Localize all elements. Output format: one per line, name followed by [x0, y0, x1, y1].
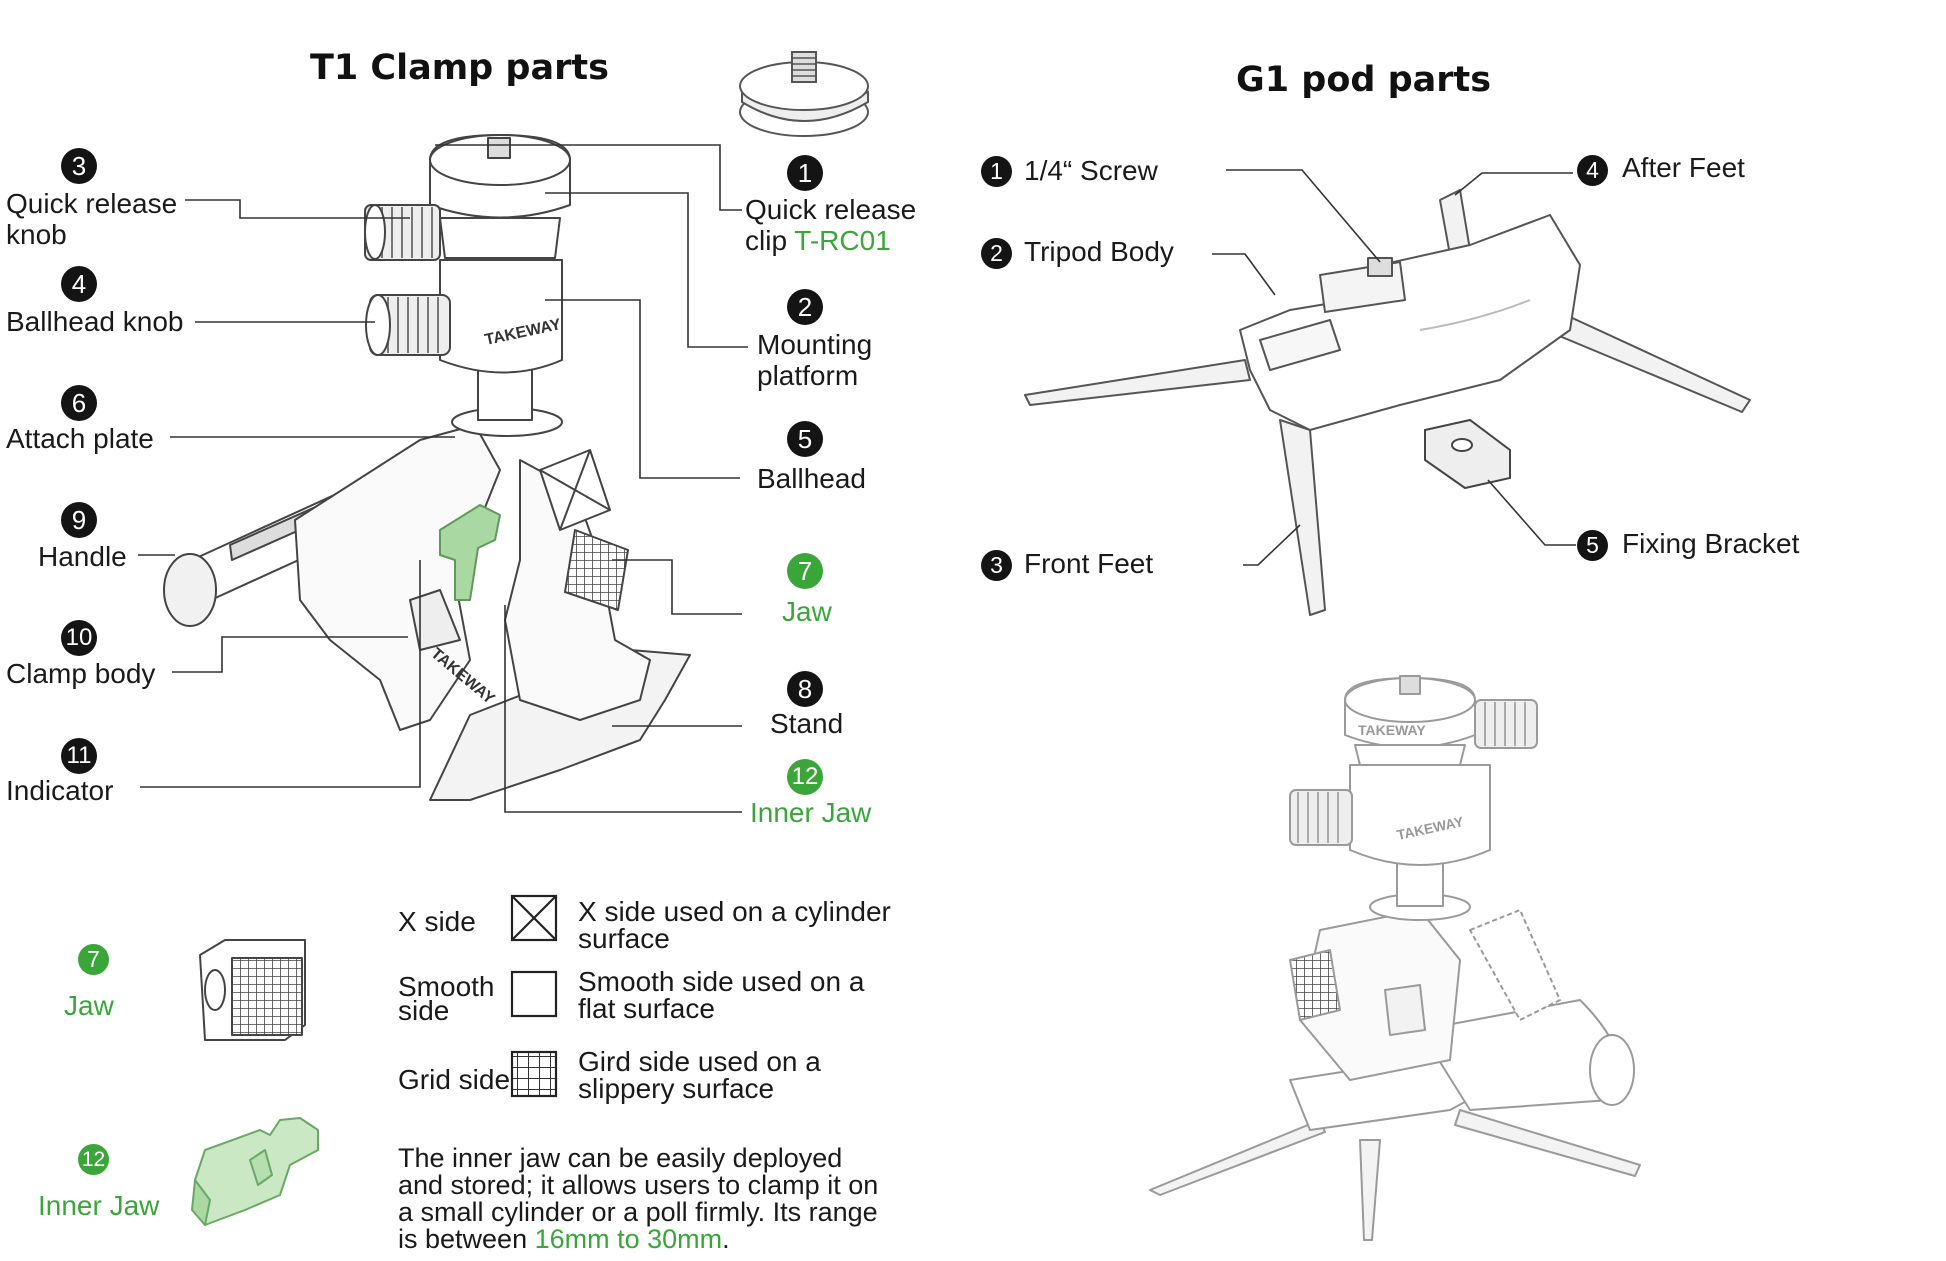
- quick-release-clip-drawing: [739, 51, 869, 137]
- legend-jaw-badge: 7: [78, 944, 109, 975]
- badge-part-8: 8: [787, 671, 823, 707]
- x-side-icon-cross: [511, 895, 557, 941]
- badge-part-3: 3: [61, 148, 97, 184]
- inner-jaw-range: 16mm to 30mm: [534, 1224, 723, 1254]
- inner-jaw-drawing: [191, 1117, 319, 1226]
- brand-mark-assembled-top: TAKEWAY: [1358, 722, 1426, 738]
- smooth-side-desc: Smooth side used on a flat surface: [578, 966, 865, 1024]
- label-stand: Stand: [770, 708, 844, 739]
- label-jaw: Jaw: [782, 596, 832, 627]
- label-indicator: Indicator: [6, 775, 114, 806]
- x-side-desc: X side used on a cylinder surface: [578, 896, 891, 954]
- label-quick-release-clip: Quick release clip T-RC01: [745, 194, 917, 256]
- smooth-side-icon: [510, 970, 558, 1018]
- model-code: T-RC01: [794, 225, 891, 256]
- t1-title: T1 Clamp parts: [310, 48, 609, 88]
- g1-badge-part-2: 2: [981, 238, 1012, 269]
- g1-label-front-feet: Front Feet: [1024, 548, 1154, 579]
- smooth-side-name: Smooth side: [398, 971, 495, 1026]
- badge-part-12: 12: [787, 759, 823, 795]
- badge-part-10: 10: [61, 620, 97, 656]
- label-attach-plate: Attach plate: [6, 423, 154, 454]
- g1-label-after-feet: After Feet: [1622, 152, 1745, 183]
- g1-label-tripod-body: Tripod Body: [1024, 236, 1174, 267]
- legend-inner-jaw-badge: 12: [78, 1144, 109, 1175]
- g1-badge-part-3: 3: [981, 550, 1012, 581]
- grid-side-desc: Gird side used on a slippery surface: [578, 1046, 821, 1104]
- g1-badge-part-1: 1: [981, 156, 1012, 187]
- badge-part-5: 5: [787, 421, 823, 457]
- badge-part-2: 2: [787, 289, 823, 325]
- g1-label-screw: 1/4“ Screw: [1024, 155, 1158, 186]
- g1-badge-part-4: 4: [1577, 155, 1608, 186]
- assembled-drawing: [1149, 675, 1641, 1241]
- g1-title: G1 pod parts: [1236, 60, 1492, 100]
- label-clamp-body: Clamp body: [6, 658, 156, 689]
- x-side-name: X side: [398, 906, 476, 937]
- legend-jaw-label: Jaw: [64, 990, 114, 1021]
- badge-part-9: 9: [61, 502, 97, 538]
- label-ballhead-knob: Ballhead knob: [6, 306, 184, 337]
- badge-part-6: 6: [61, 385, 97, 421]
- label-mounting-platform: Mounting platform: [757, 329, 873, 391]
- badge-part-11: 11: [61, 738, 97, 774]
- jaw-cube-drawing: [199, 939, 306, 1041]
- inner-jaw-description: The inner jaw can be easily deployed and…: [398, 1143, 879, 1254]
- grid-side-name: Grid side: [398, 1064, 511, 1095]
- g1-label-fixing-bracket: Fixing Bracket: [1622, 528, 1800, 559]
- label-inner-jaw: Inner Jaw: [750, 797, 872, 828]
- label-handle: Handle: [38, 541, 127, 572]
- badge-part-1: 1: [787, 155, 823, 191]
- g1-pod-drawing: [1024, 189, 1751, 616]
- badge-part-7: 7: [787, 553, 823, 589]
- t1-clamp-drawing: [163, 134, 691, 801]
- badge-part-4: 4: [61, 266, 97, 302]
- fixing-bracket-drawing: [1424, 418, 1511, 490]
- g1-badge-part-5: 5: [1577, 530, 1608, 561]
- grid-side-icon: [510, 1050, 558, 1098]
- t1-leader-lines: [138, 144, 748, 813]
- label-ballhead: Ballhead: [757, 463, 866, 494]
- label-quick-release-knob: Quick release knob: [6, 188, 178, 250]
- g1-leader-lines: [1212, 169, 1576, 566]
- legend-inner-jaw-label: Inner Jaw: [38, 1190, 160, 1221]
